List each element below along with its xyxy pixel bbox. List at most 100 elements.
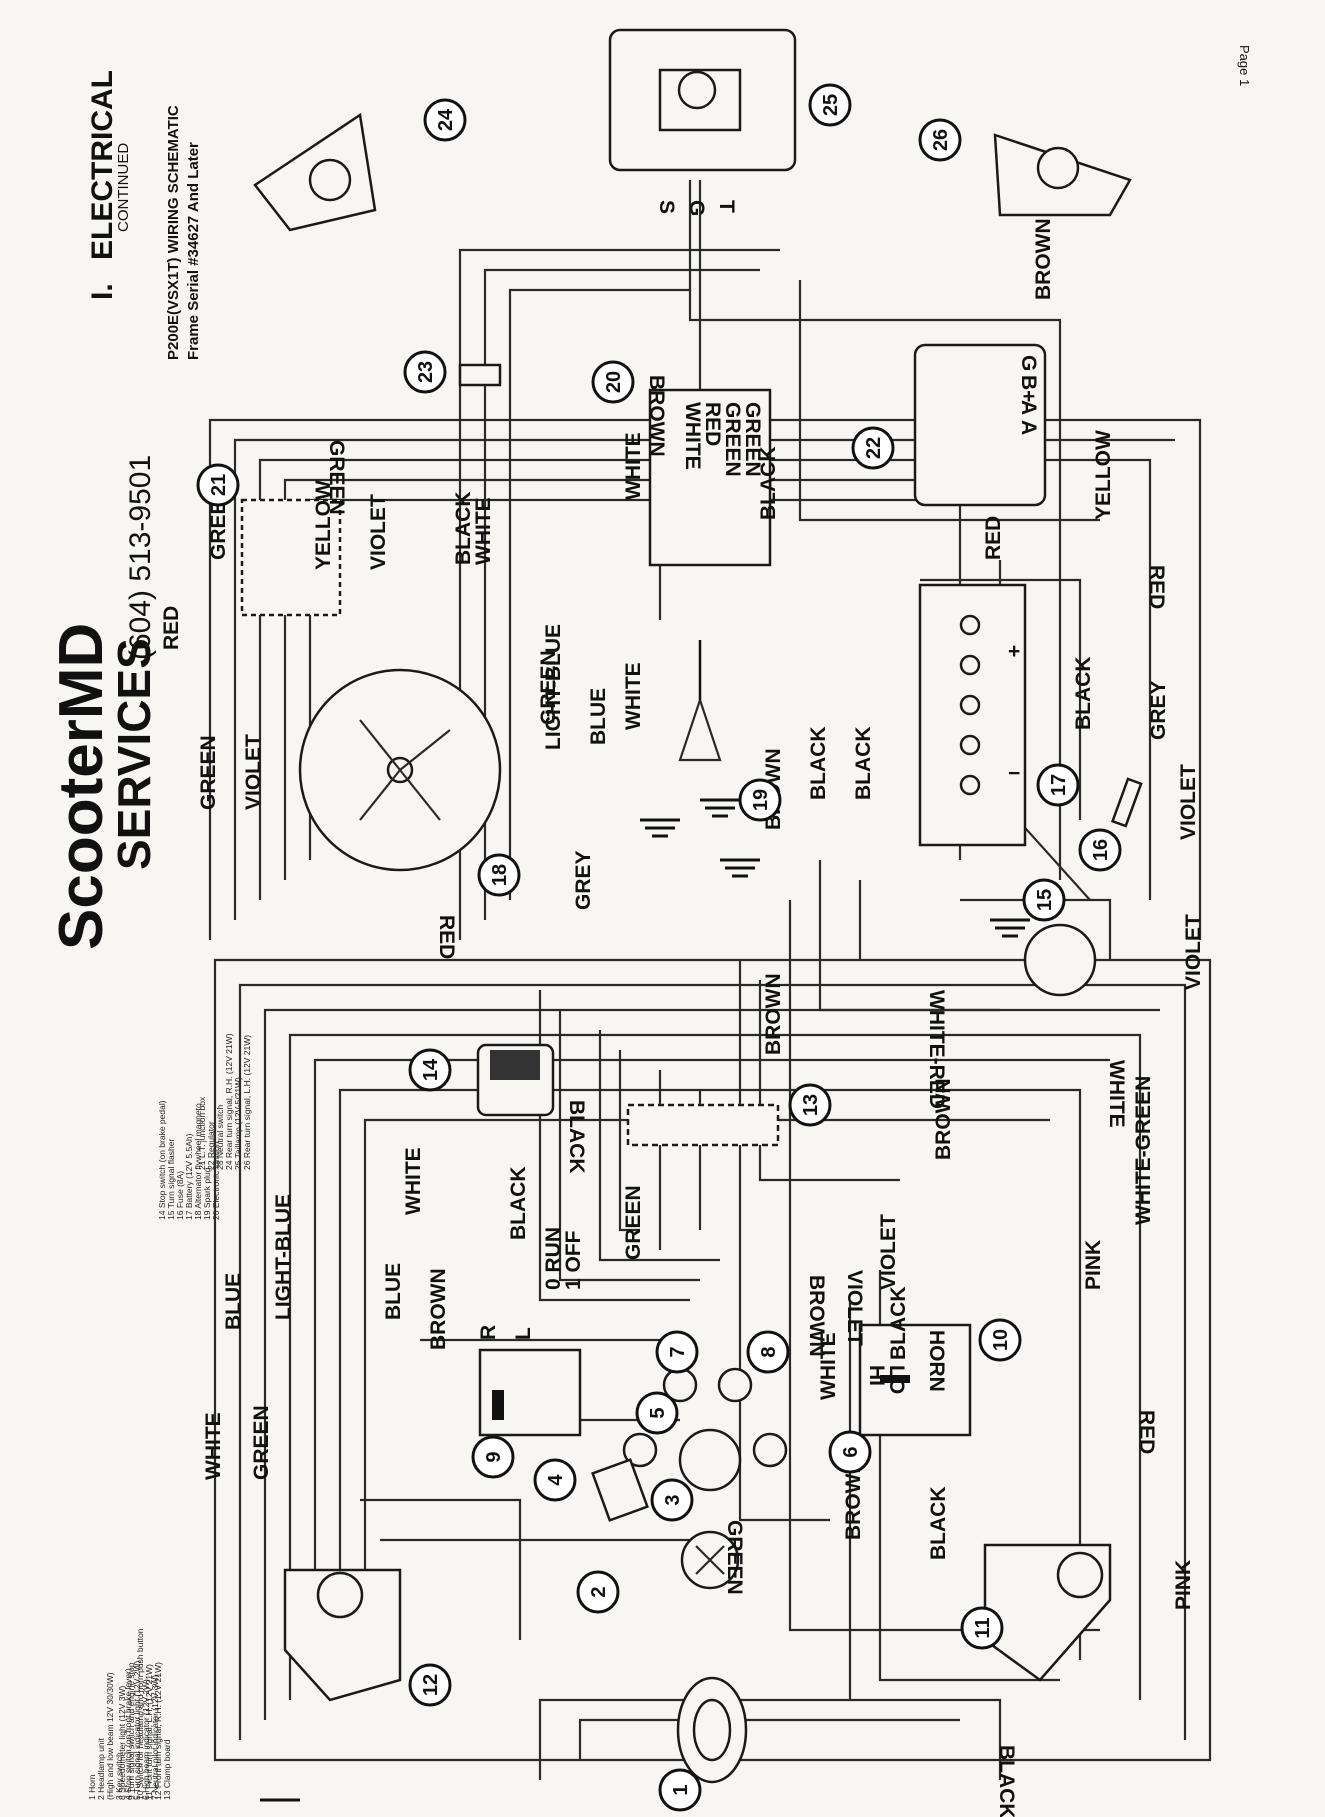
component-badge-11: 11 bbox=[960, 1606, 1004, 1650]
component-badge-1: 1 bbox=[658, 1768, 702, 1812]
rear-turn-signal-lh-icon bbox=[993, 133, 1132, 217]
badge-number: 12 bbox=[420, 1674, 442, 1696]
component-badge-13: 13 bbox=[788, 1083, 832, 1127]
wire-label: WHITE bbox=[202, 1412, 225, 1480]
tail-t: T bbox=[715, 200, 738, 213]
badge-circle bbox=[196, 463, 240, 507]
component-badge-23: 23 bbox=[403, 350, 447, 394]
sw-horn: HORN bbox=[925, 1330, 948, 1392]
wire-label: GREEN bbox=[537, 650, 560, 725]
wire-label: BLACK bbox=[887, 1287, 910, 1361]
component-badge-26: 26 bbox=[918, 118, 962, 162]
wire-label: WHITE bbox=[472, 497, 495, 565]
legend-item: 4 Stop switch (on front brake lever) bbox=[123, 1668, 133, 1800]
badge-number: 11 bbox=[972, 1617, 994, 1638]
legend-item: 10 Switch for headlamp and horn push but… bbox=[135, 1628, 145, 1800]
section-number: I. bbox=[86, 283, 119, 300]
wire-label: RED bbox=[982, 516, 1005, 560]
badge-circle bbox=[658, 1768, 702, 1812]
wire-label: WHITE bbox=[1105, 1060, 1128, 1128]
wire-label: BLACK bbox=[565, 1100, 588, 1174]
spark-plug-icon bbox=[678, 640, 722, 762]
brake-stop-switch-icon bbox=[476, 1043, 555, 1117]
badge-circle bbox=[978, 1318, 1022, 1362]
battery-minus: − bbox=[1008, 762, 1020, 785]
reg-a1: A bbox=[1017, 420, 1040, 435]
wire-label: VIOLET bbox=[367, 494, 390, 570]
component-badge-17: 17 bbox=[1036, 763, 1080, 807]
component-badge-15: 15 bbox=[1022, 878, 1066, 922]
key-off: 1 OFF bbox=[562, 1230, 585, 1290]
badge-circle bbox=[960, 1606, 1004, 1650]
ign-green1: GREEN bbox=[721, 402, 744, 477]
badge-circle bbox=[788, 1083, 832, 1127]
component-badge-21: 21 bbox=[196, 463, 240, 507]
component-badge-7: 7 bbox=[655, 1330, 699, 1374]
wire-label: WHITE-GREEN bbox=[1132, 1076, 1155, 1225]
legend-item: 22 Regulator bbox=[206, 1121, 216, 1170]
wire-label: BLACK bbox=[757, 447, 780, 521]
front-turn-signal-lh-icon bbox=[983, 1543, 1112, 1682]
component-badge-5: 5 bbox=[635, 1391, 679, 1435]
wire-label: RED bbox=[1135, 1410, 1158, 1454]
badge-number: 2 bbox=[588, 1586, 610, 1597]
electronic-ignition: WHITE RED GREEN GREEN bbox=[648, 388, 772, 567]
badge-circle bbox=[650, 1478, 694, 1522]
badge-circle bbox=[576, 1570, 620, 1614]
component-badge-19: 19 bbox=[738, 778, 782, 822]
component-badge-18: 18 bbox=[477, 853, 521, 897]
legend-item: 6 High beam indicator (12V 2W) bbox=[141, 1679, 151, 1800]
badge-circle bbox=[851, 426, 895, 470]
wire-label: BLACK bbox=[807, 727, 830, 801]
legend-item: 16 Fuse (8A) bbox=[175, 1171, 185, 1220]
headlamp-icon bbox=[680, 1530, 740, 1590]
wire-label: BLACK bbox=[852, 727, 875, 801]
wire-label: BLUE bbox=[382, 1263, 405, 1320]
wire-label: GREEN bbox=[250, 1405, 273, 1480]
legend-item: 24 Rear turn signal, R.H. (12V 21W) bbox=[224, 1033, 234, 1170]
badge-number: 24 bbox=[435, 108, 457, 131]
lt-junction-box bbox=[240, 498, 342, 617]
wire-label: WHITE bbox=[817, 1332, 840, 1400]
badge-number: 20 bbox=[603, 371, 625, 393]
component-badge-10: 10 bbox=[978, 1318, 1022, 1362]
component-badge-9: 9 bbox=[471, 1435, 515, 1479]
taillamp-icon: S G T bbox=[608, 28, 797, 216]
badge-circle bbox=[1036, 763, 1080, 807]
legend-item: 26 Rear turn signal, L.H. (12V 21W) bbox=[242, 1035, 252, 1170]
ground-icon bbox=[640, 818, 680, 838]
wire-label: RED bbox=[1145, 565, 1168, 609]
flasher-icon bbox=[1023, 923, 1097, 997]
wire-label: RED bbox=[435, 915, 458, 959]
regulator-icon: A A B+ G bbox=[913, 343, 1047, 507]
turn-signal-switch bbox=[478, 1348, 582, 1437]
component-badge-4: 4 bbox=[533, 1458, 577, 1502]
badge-circle bbox=[408, 1048, 452, 1092]
page-label: Page 1 bbox=[1237, 45, 1252, 86]
badge-number: 23 bbox=[415, 361, 437, 383]
rear-turn-signal-rh-icon bbox=[253, 112, 377, 232]
badge-circle bbox=[1078, 828, 1122, 872]
brand-logo-top: ScooterMD bbox=[47, 623, 116, 950]
reg-a2: A bbox=[1017, 400, 1040, 415]
legend-item: 8 Speedometer light (12V 3W) bbox=[117, 1685, 127, 1800]
wire-label: WHITE bbox=[622, 662, 645, 730]
section-sub: CONTINUED bbox=[115, 143, 132, 232]
legend-item: 1 Horn bbox=[87, 1774, 97, 1800]
badge-number: 16 bbox=[1090, 839, 1112, 861]
wire-label: GREEN bbox=[197, 735, 220, 810]
badge-circle bbox=[746, 1330, 790, 1374]
legend-item: 5 Turn signal indicator light (12V 2W) bbox=[132, 1660, 142, 1800]
wire-label: VIOLET bbox=[877, 1214, 900, 1290]
alternator-flywheel-icon bbox=[298, 668, 502, 872]
badge-number: 8 bbox=[758, 1346, 780, 1357]
wire-label: BROWN bbox=[1032, 218, 1055, 300]
badge-circle bbox=[635, 1391, 679, 1435]
badge-circle bbox=[533, 1458, 577, 1502]
wire-label: VIOLET bbox=[242, 734, 265, 810]
badge-circle bbox=[808, 83, 852, 127]
wire-label: BLACK bbox=[1072, 657, 1095, 731]
